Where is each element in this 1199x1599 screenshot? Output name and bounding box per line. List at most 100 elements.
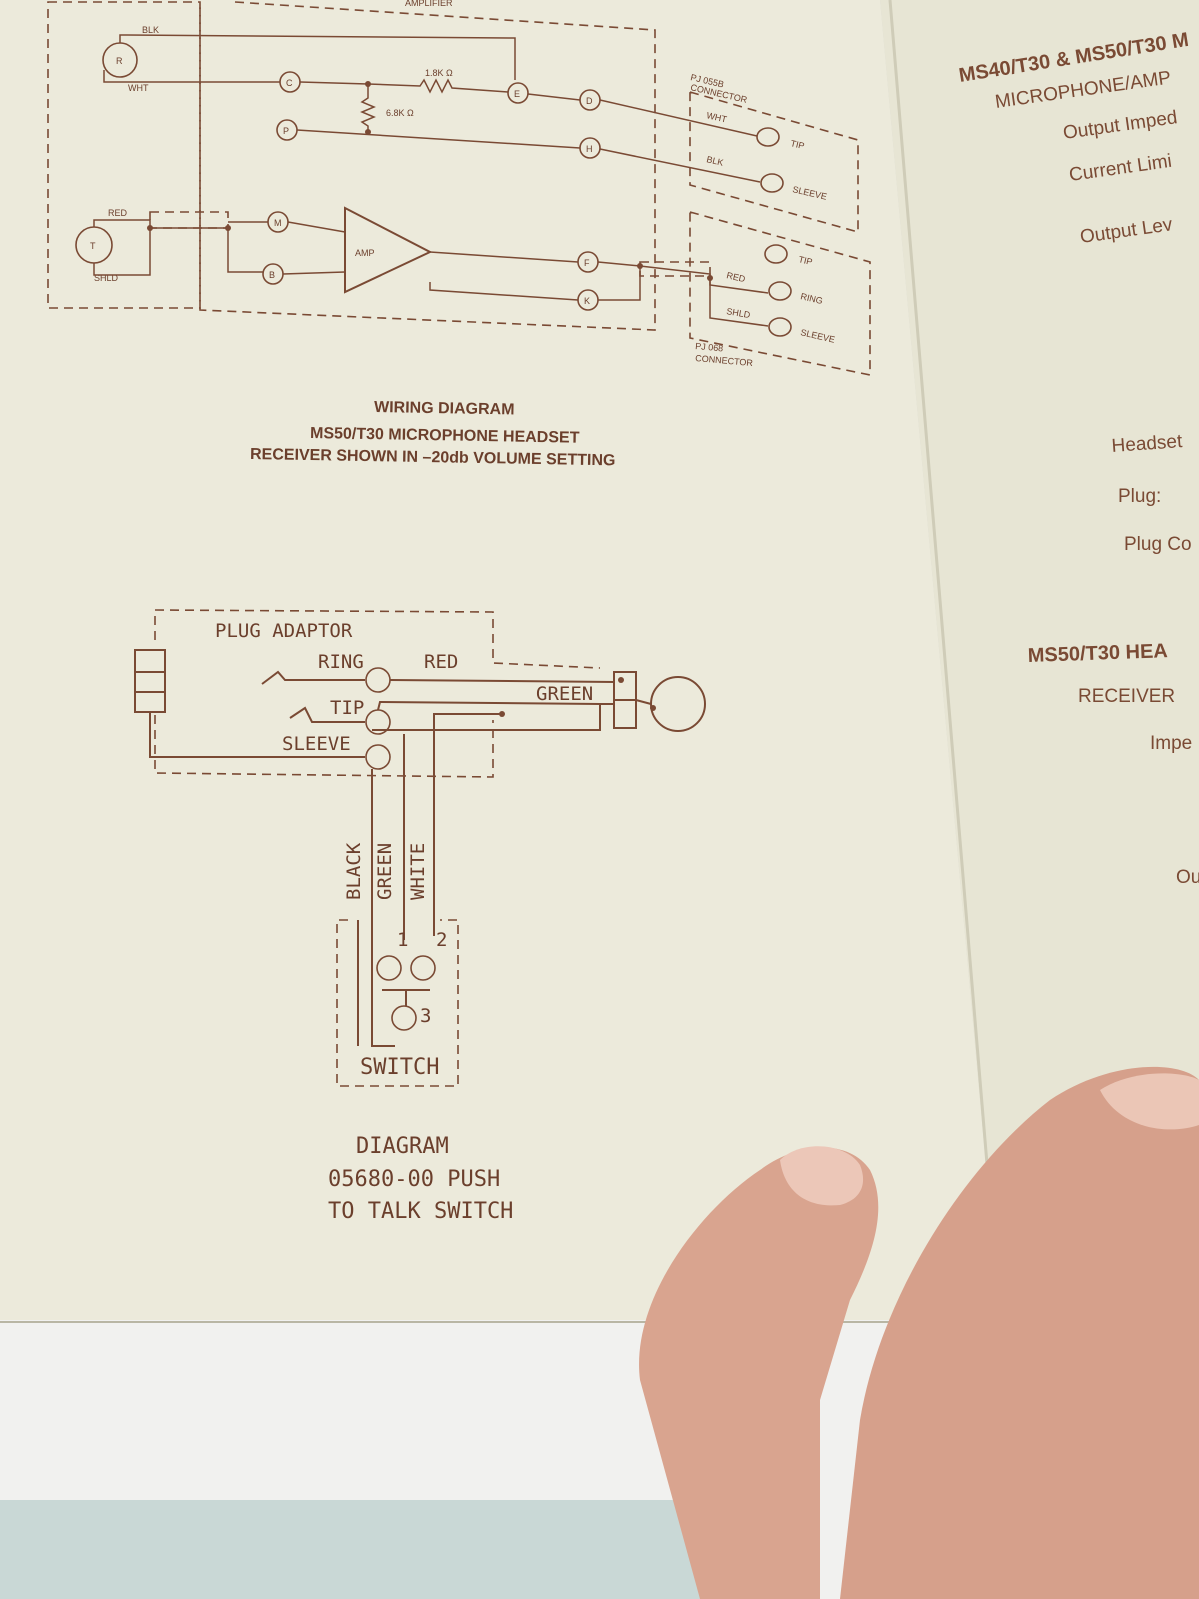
m-b-wire [227,228,265,273]
sleeve-terminal [365,744,391,770]
junction [147,225,153,231]
amp-f-wire [429,251,579,263]
e-d-wire [527,93,581,101]
right-line-6: Headset [1111,431,1184,457]
left-page [0,0,1000,1320]
switch-diagram: PLUG ADAPTOR RING RED TIP GREEN SLEEVE [134,609,706,1224]
contact-2-label: 2 [436,929,447,951]
green-label: GREEN [536,683,593,705]
sleeve-label: SLEEVE [282,733,351,755]
pj068-shld-label: SHLD [726,306,752,320]
middle-finger [840,1066,1199,1599]
junction [365,129,371,135]
blk-sleeve-wire [599,148,761,183]
pj068-tip-contact [764,244,788,264]
contact-3-label: 3 [420,1005,431,1027]
middle-fingernail [1100,1073,1199,1130]
terminal-e-label: E [514,89,520,99]
wire-white-label: WHITE [407,843,429,900]
junction [637,263,643,269]
amplifier-label: AMPLIFIER [405,0,453,8]
pj055b-tip-contact [756,127,780,147]
shld-sleeve-wire [709,278,769,327]
m-amp-wire [287,221,346,233]
paper-towel [0,1500,700,1599]
shld-wire [93,228,151,276]
terminal-p-label: P [283,126,289,136]
wiring-diagram: AMPLIFIER R BLK WHT C P 1.8K Ω 6.8K Ω E … [47,0,871,469]
junction [650,705,656,711]
terminal-c-label: C [286,78,293,88]
pj055b-tip-label: TIP [790,138,806,151]
sleeve-contact-wire [149,712,365,758]
pj055b-wht-label: WHT [706,110,729,124]
wire-green-label: GREEN [374,843,396,900]
switch-contact-2 [410,955,436,981]
junction [365,81,371,87]
pj068-title: PJ 068 [695,341,724,353]
red-wire [389,679,616,683]
ring-terminal [365,667,391,693]
p-h-wire [296,129,581,149]
right-line-11: Impe [1150,733,1192,754]
wiring-caption-line1: WIRING DIAGRAM [374,399,515,418]
black-wire [371,769,395,1047]
green-wire [377,700,615,711]
amplifier-symbol [344,206,433,294]
junction [618,677,624,683]
plug-adaptor-box-top [154,609,601,669]
pj068-ring-label: RING [800,291,824,306]
terminal-h [579,137,601,159]
blk-wire-label: BLK [142,25,159,35]
amp-label: AMP [355,248,375,258]
connector-055b-box [689,90,859,234]
plug-adaptor-box-bottom [154,715,494,778]
shielded-cable-2 [639,261,711,277]
earpiece-wire [635,699,652,705]
right-line-9: MS50/T30 HEA [1027,640,1168,667]
terminal-b-label: B [269,270,275,280]
switch-contact-1 [376,955,402,981]
switch-box [336,919,459,1087]
ring-label: RING [318,651,364,673]
blk-wire [119,34,516,80]
switch-label: SWITCH [360,1055,439,1080]
resistor-6-8k [360,84,376,132]
wht-wire [103,70,280,83]
headset-enclosure [47,1,201,309]
right-line-7: Plug: [1118,486,1161,507]
b-amp-wire [282,271,346,275]
red-label: RED [424,651,458,673]
tip-contact [289,706,365,723]
pj068-sleeve-contact [768,317,792,337]
terminal-h-label: H [586,144,593,154]
shielded-cable [149,211,229,229]
pj068-red-label: RED [726,270,747,284]
terminal-k-label: K [584,296,590,306]
pj055b-blk-label: BLK [706,154,725,168]
transmitter-label: T [90,241,96,251]
switch-caption-line1: DIAGRAM [356,1134,449,1159]
amplifier-enclosure [199,1,656,331]
switch-caption-line3: TO TALK SWITCH [328,1199,513,1224]
hand [639,1066,1199,1599]
right-page [880,0,1199,1320]
book-gutter [888,0,1002,1321]
plug-adaptor-label: PLUG ADAPTOR [215,620,353,642]
receiver-label: R [116,56,123,66]
amp-k-wire [429,282,579,301]
right-line-10: RECEIVER [1078,686,1175,707]
pj055b-sleeve-contact [760,173,784,193]
green-return-wire [372,704,601,731]
terminal-m-label: M [274,218,282,228]
ring-contact [261,670,365,685]
red-wire-label: RED [108,208,128,218]
pj068-ring-contact [768,281,792,301]
switch-caption-line2: 05680-00 PUSH [328,1167,500,1192]
right-page-text: MS40/T30 & MS50/T30 M MICROPHONE/AMP Out… [957,29,1199,888]
r-6-8k-label: 6.8K Ω [386,108,414,118]
contact-1-label: 1 [397,929,408,951]
tip-label: TIP [330,697,364,719]
k-wire [598,266,641,301]
